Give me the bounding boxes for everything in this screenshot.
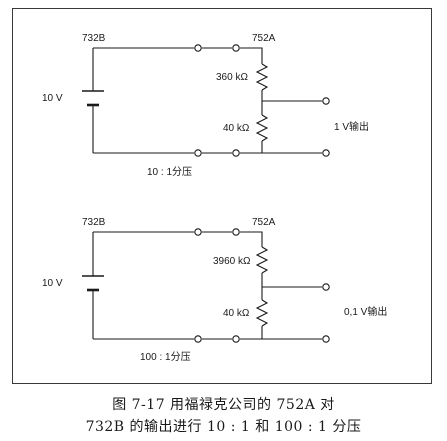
- top-resistor-lower-symbol: [255, 114, 269, 142]
- top-battery-symbol: [82, 90, 104, 107]
- bottom-terminal: [194, 228, 202, 236]
- top-resistor-lower-value: 40 kΩ: [223, 123, 250, 134]
- bottom-battery-voltage: 10 V: [42, 278, 63, 289]
- bottom-output-wire: [261, 273, 322, 300]
- bottom-output-terminal: [322, 283, 330, 291]
- top-resistor-upper-symbol: [255, 63, 269, 91]
- bottom-terminal: [232, 335, 240, 343]
- bottom-source-label: 732B: [82, 217, 106, 228]
- top-terminal: [194, 44, 202, 52]
- bottom-resistor-lower-value: 40 kΩ: [223, 308, 250, 319]
- bottom-terminal: [232, 228, 240, 236]
- top-lower-wire: [93, 141, 322, 154]
- bottom-resistor-upper-symbol: [255, 246, 269, 274]
- bottom-battery-symbol: [82, 275, 104, 292]
- bottom-resistor-upper-value: 3960 kΩ: [213, 256, 251, 267]
- top-battery-voltage: 10 V: [42, 93, 63, 104]
- bottom-resistor-lower-symbol: [255, 299, 269, 327]
- figure-caption-line-1: 图 7-17 用福禄克公司的 752A 对: [112, 397, 335, 413]
- bottom-upper-wire: [93, 231, 263, 247]
- bottom-circuit: [82, 228, 330, 343]
- top-terminal: [194, 149, 202, 157]
- diagram-frame: [12, 8, 432, 384]
- top-ratio-label: 10 : 1分压: [147, 166, 192, 178]
- top-circuit: [82, 44, 330, 157]
- top-terminal: [232, 44, 240, 52]
- top-divider-label: 752A: [252, 33, 276, 44]
- top-output-terminal: [322, 97, 330, 105]
- top-output-terminal: [322, 149, 330, 157]
- bottom-output-label: 0,1 V输出: [344, 305, 387, 318]
- bottom-ratio-label: 100 : 1分压: [140, 351, 191, 363]
- bottom-lower-wire: [93, 326, 322, 340]
- bottom-divider-label: 752A: [252, 217, 276, 228]
- bottom-terminal: [194, 335, 202, 343]
- top-resistor-upper-value: 360 kΩ: [216, 72, 248, 83]
- top-output-wire: [261, 90, 322, 115]
- top-source-label: 732B: [82, 33, 106, 44]
- top-output-label: 1 V输出: [334, 120, 369, 133]
- bottom-output-terminal: [322, 335, 330, 343]
- top-terminal: [232, 149, 240, 157]
- top-upper-wire: [93, 47, 263, 64]
- figure-caption-line-2: 732B 的输出进行 10 : 1 和 100 : 1 分压: [85, 419, 362, 435]
